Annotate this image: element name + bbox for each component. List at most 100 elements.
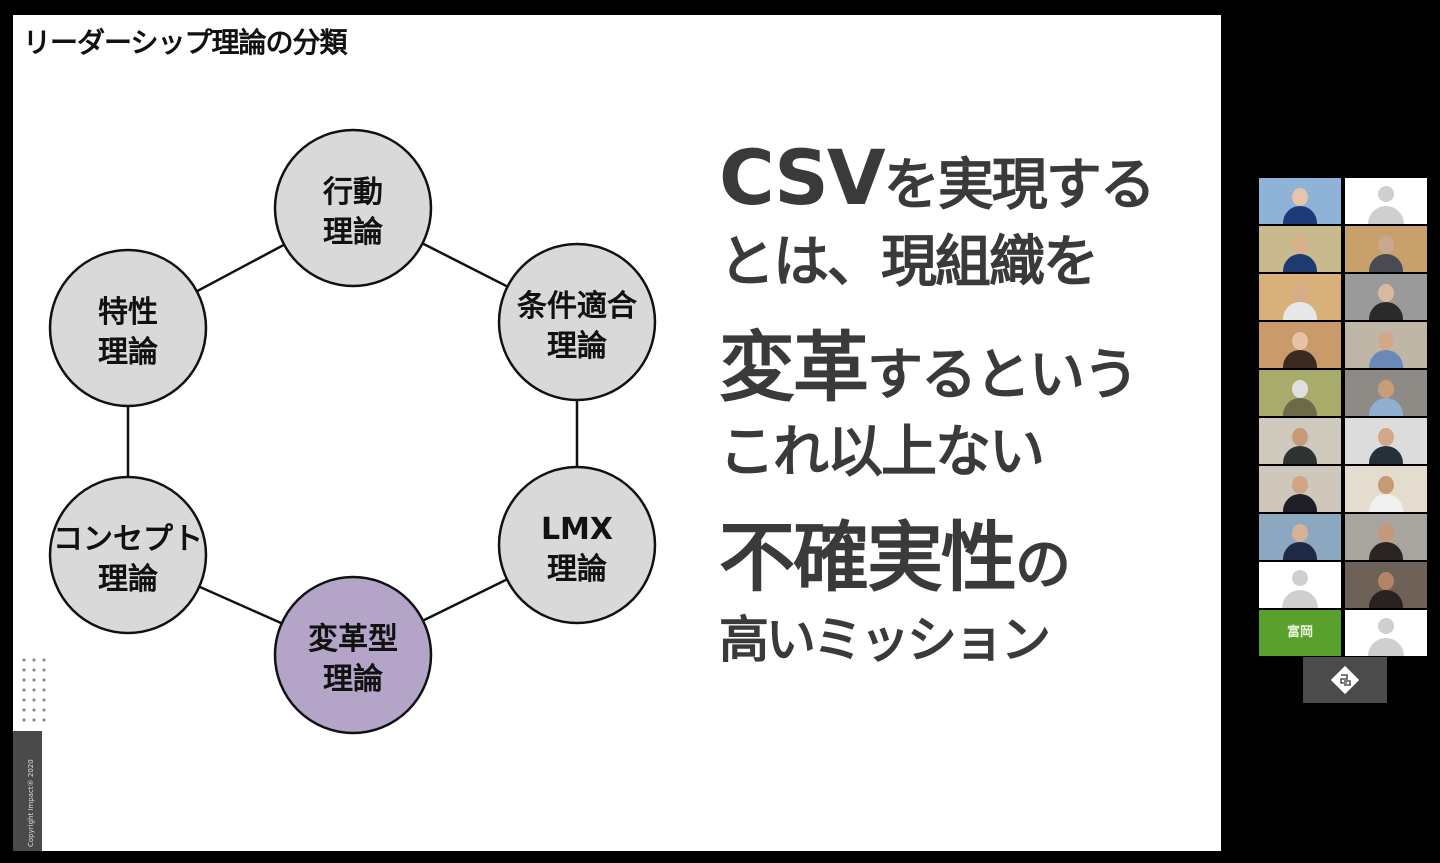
participant-video-head <box>1378 476 1394 494</box>
participant-tile[interactable] <box>1345 418 1427 464</box>
participant-video-head <box>1378 380 1394 398</box>
message-line-2: とは、現組織を <box>719 235 1154 330</box>
participant-tile[interactable] <box>1345 322 1427 368</box>
participant-tile[interactable] <box>1259 274 1341 320</box>
participant-video-head <box>1378 332 1394 350</box>
participant-video-body <box>1283 494 1317 512</box>
message-emphasis-uncertainty: 不確実性 <box>719 513 1017 602</box>
node-label-primary: 条件適合 <box>517 289 637 324</box>
avatar-placeholder-icon <box>1378 618 1394 634</box>
participant-tile[interactable] <box>1259 514 1341 560</box>
node-label-secondary: 理論 <box>547 552 607 587</box>
participant-tile[interactable] <box>1345 562 1427 608</box>
message-line-6: 高いミッション <box>719 615 1154 710</box>
participant-video-body <box>1369 302 1403 320</box>
message-emphasis-csv: CSV <box>719 133 886 222</box>
participant-video-body <box>1283 398 1317 416</box>
participant-video-head <box>1378 572 1394 590</box>
participant-video-head <box>1292 332 1308 350</box>
copyright-text: Copyright Impact® 2020 <box>27 759 35 847</box>
participant-video-body <box>1283 350 1317 368</box>
participant-video-body <box>1369 398 1403 416</box>
participant-tile[interactable]: 富岡 <box>1259 610 1341 656</box>
node-label-primary: コンセプト <box>53 522 203 557</box>
message-line-1: CSVを実現する <box>719 140 1156 235</box>
node-circle <box>497 242 657 402</box>
theory-node-lmx: LMX 理論 <box>497 465 657 625</box>
participant-tile[interactable] <box>1259 370 1341 416</box>
slide-title: リーダーシップ理論の分類 <box>23 26 347 59</box>
participant-video-head <box>1378 236 1394 254</box>
node-circle <box>48 248 208 408</box>
participant-video-body <box>1369 542 1403 560</box>
participant-video-body <box>1369 590 1403 608</box>
participant-video-body <box>1369 494 1403 512</box>
message-text: これ以上ない <box>719 420 1045 485</box>
message-text: とは、現組織を <box>719 230 1099 295</box>
participant-video-head <box>1292 380 1308 398</box>
node-circle <box>273 575 433 735</box>
participant-tile[interactable] <box>1259 562 1341 608</box>
decorative-dot-grid <box>19 655 49 725</box>
participant-video-head <box>1292 236 1308 254</box>
avatar-placeholder-body <box>1282 590 1318 608</box>
message-text: するという <box>867 343 1139 408</box>
message-line-3: 変革するという <box>719 330 1154 425</box>
node-label-primary: LMX <box>541 512 613 547</box>
message-line-5: 不確実性の <box>719 520 1154 615</box>
screen-share-icon <box>1330 665 1360 695</box>
participant-video-body <box>1369 254 1403 272</box>
participant-tile[interactable] <box>1259 466 1341 512</box>
node-circle <box>497 465 657 625</box>
avatar-placeholder-body <box>1368 206 1404 224</box>
avatar-placeholder-body <box>1368 638 1404 656</box>
participant-video-head <box>1292 188 1308 206</box>
participant-video-head <box>1378 284 1394 302</box>
node-label-primary: 特性 <box>98 295 158 330</box>
node-label-secondary: 理論 <box>98 335 158 370</box>
node-circle <box>273 128 433 288</box>
message-line-4: これ以上ない <box>719 425 1154 520</box>
participant-tile[interactable] <box>1345 226 1427 272</box>
participant-tile[interactable] <box>1345 274 1427 320</box>
node-label-primary: 行動 <box>322 175 383 210</box>
avatar-placeholder-icon <box>1378 186 1394 202</box>
participant-video-body <box>1283 206 1317 224</box>
participant-video-head <box>1378 524 1394 542</box>
participant-video-head <box>1292 284 1308 302</box>
node-label-secondary: 理論 <box>323 662 383 697</box>
participant-tile[interactable] <box>1345 514 1427 560</box>
message-emphasis-transform: 変革 <box>719 323 869 412</box>
screen-share-tile[interactable] <box>1303 657 1387 703</box>
participant-tile[interactable] <box>1259 418 1341 464</box>
participant-tile[interactable] <box>1345 610 1427 656</box>
node-label-secondary: 理論 <box>98 562 158 597</box>
participant-video-body <box>1369 446 1403 464</box>
participant-video-head <box>1378 428 1394 446</box>
node-label-secondary: 理論 <box>547 329 607 364</box>
avatar-placeholder-icon <box>1292 570 1308 586</box>
participant-video-body <box>1283 302 1317 320</box>
participant-video-head <box>1292 476 1308 494</box>
participant-video-body <box>1283 446 1317 464</box>
node-label-primary: 変革型 <box>308 622 398 657</box>
participant-video-head <box>1292 428 1308 446</box>
participant-tile[interactable] <box>1345 370 1427 416</box>
participant-tile[interactable] <box>1259 226 1341 272</box>
message-text: の <box>1015 533 1071 598</box>
key-message: CSVを実現する とは、現組織を 変革するという これ以上ない 不確実性の 高い… <box>719 140 1156 710</box>
participant-video-head <box>1292 524 1308 542</box>
participant-video-body <box>1283 254 1317 272</box>
participant-video-body <box>1283 542 1317 560</box>
participant-tile[interactable] <box>1345 178 1427 224</box>
participant-tile[interactable] <box>1259 322 1341 368</box>
participant-tile[interactable] <box>1345 466 1427 512</box>
participant-tile[interactable] <box>1259 178 1341 224</box>
